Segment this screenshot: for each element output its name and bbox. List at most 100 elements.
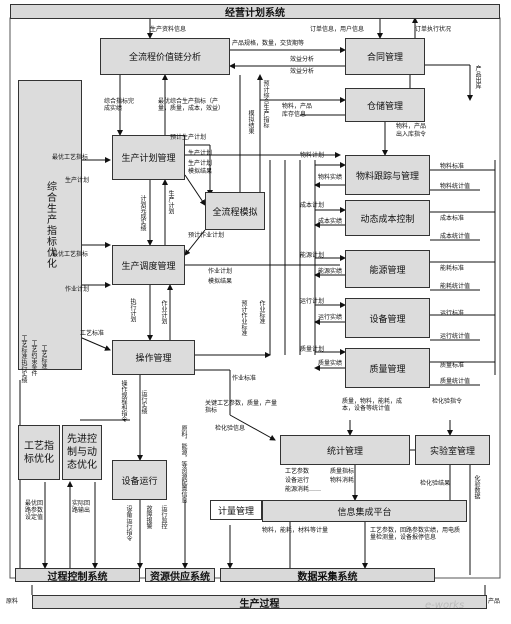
label: 生产计划 bbox=[188, 160, 213, 167]
label: 最优回路参数设定值 bbox=[25, 500, 44, 521]
adv-control-box: 先进控制与动态优化 bbox=[62, 425, 102, 480]
label: 能源消耗…… bbox=[285, 486, 322, 493]
warehouse-box: 仓储管理 bbox=[345, 88, 425, 122]
statistics-box: 统计管理 bbox=[280, 435, 410, 465]
label: 质量统计值 bbox=[440, 378, 471, 385]
label: 物料计划 bbox=[300, 152, 325, 159]
process-control-band: 过程控制系统 bbox=[15, 568, 140, 583]
label: 最优工艺指标 bbox=[52, 251, 89, 258]
cost-control-box: 动态成本控制 bbox=[345, 200, 430, 236]
label: 能源实绩 bbox=[318, 268, 343, 275]
label: 工艺标准执行实绩 bbox=[20, 335, 27, 383]
indicator-opt-label: 综合生产指标优化 bbox=[44, 181, 56, 269]
label: 模拟结果 bbox=[208, 278, 233, 285]
label: 订单执行状况 bbox=[415, 26, 452, 33]
indicator-opt-box: 综合生产指标优化 bbox=[18, 80, 82, 370]
label: 运行监控 bbox=[160, 505, 167, 529]
label: 生产资料信息 bbox=[150, 26, 187, 33]
label: 工艺约束条件 bbox=[30, 340, 37, 376]
info-platform-box: 信息集成平台 bbox=[262, 500, 467, 522]
label: 生产计划 bbox=[65, 177, 90, 184]
label: 能耗统计值 bbox=[440, 283, 471, 290]
label: 故障报警 bbox=[145, 505, 152, 529]
label: 物料标准 bbox=[440, 163, 465, 170]
operation-box: 操作管理 bbox=[112, 340, 195, 375]
label: 生产计划 bbox=[167, 190, 174, 214]
label: 质量计划 bbox=[300, 346, 325, 353]
watermark: e-works bbox=[425, 600, 465, 611]
label: 成本计划 bbox=[300, 202, 325, 209]
prod-dispatch-box: 生产调度管理 bbox=[112, 245, 185, 285]
material-tracking-box: 物料跟踪与管理 bbox=[345, 155, 430, 195]
label: 运行实绩 bbox=[318, 314, 343, 321]
label: 作业标准 bbox=[232, 375, 257, 382]
label: 质量标准 bbox=[440, 362, 465, 369]
process-indicator-label: 工艺指标优化 bbox=[24, 440, 54, 465]
label: 质量，物料，能耗，成本，设备等统计值 bbox=[342, 398, 403, 412]
label: 产品 bbox=[488, 598, 501, 605]
energy-box: 能源管理 bbox=[345, 250, 430, 288]
label: 原料，能源，等资源配置信息 bbox=[180, 425, 187, 503]
prod-plan-box: 生产计划管理 bbox=[112, 135, 185, 180]
quality-box: 质量管理 bbox=[345, 348, 430, 388]
label: 产品出库 bbox=[474, 65, 481, 89]
label: 物料，产品 bbox=[282, 103, 313, 110]
label: 运行统计值 bbox=[440, 333, 471, 340]
contract-box: 合同管理 bbox=[345, 38, 425, 75]
label: 关键工艺参数，质量，产量指标 bbox=[205, 400, 278, 414]
label: 模拟结果 bbox=[188, 168, 213, 175]
label: 能耗标准 bbox=[440, 265, 465, 272]
label: 作业计划 bbox=[208, 268, 233, 275]
label: 物料消耗 bbox=[330, 477, 355, 484]
lab-box: 实验室管理 bbox=[415, 435, 490, 465]
label: 订单信息，用户信息 bbox=[310, 26, 365, 33]
label: 成本实绩 bbox=[318, 218, 343, 225]
label: 化验数据 bbox=[473, 475, 480, 499]
label: 物料实绩 bbox=[318, 174, 343, 181]
label: 质量指标 bbox=[330, 468, 355, 475]
label: 计划完成实绩 bbox=[139, 195, 146, 231]
equipment-box: 设备管理 bbox=[345, 298, 430, 338]
label: 实际回路输出 bbox=[72, 500, 91, 514]
label: 库存信息 bbox=[282, 111, 307, 118]
label: 最优工艺指标 bbox=[52, 154, 89, 161]
label: 运行计划 bbox=[300, 298, 325, 305]
label: 作业标准 bbox=[258, 300, 265, 324]
label: 操作规程和指令 bbox=[120, 380, 127, 422]
label: 生产计划 bbox=[188, 150, 213, 157]
label: 设备运行 bbox=[285, 477, 310, 484]
label: 预计综合生产指标 bbox=[262, 80, 269, 128]
equipment-run-box: 设备运行 bbox=[112, 460, 167, 500]
label: 物料，产品 bbox=[396, 123, 427, 130]
label: 综合指标完成实绩 bbox=[104, 98, 135, 112]
simulation-box: 全流程模拟 bbox=[205, 192, 265, 230]
label: 运行标准 bbox=[440, 310, 465, 317]
label: 设备运行指令 bbox=[125, 505, 132, 541]
label: 作业计划 bbox=[160, 300, 167, 324]
label: 最优综合生产指标（产量，质量，成本，效益） bbox=[158, 98, 225, 112]
label: 检化验指令 bbox=[432, 398, 463, 405]
label: 效益分析 bbox=[290, 68, 315, 75]
label: 物料统计值 bbox=[440, 183, 471, 190]
label: 物料，能耗，材料等计量 bbox=[262, 527, 329, 534]
label: 工艺参数 bbox=[285, 468, 310, 475]
label: 检化验信息 bbox=[215, 425, 246, 432]
label: 质量实绩 bbox=[318, 360, 343, 367]
label: 作业计划 bbox=[65, 286, 90, 293]
label: 能源计划 bbox=[300, 252, 325, 259]
value-chain-box: 全流程价值链分析 bbox=[100, 38, 230, 75]
label: 运行实绩 bbox=[140, 390, 147, 414]
label: 出入库指令 bbox=[396, 131, 427, 138]
label: 效益分析 bbox=[290, 56, 315, 63]
label: 预计作业标准 bbox=[240, 300, 247, 336]
label: 工艺标准 bbox=[80, 330, 105, 337]
label: 成本统计值 bbox=[440, 233, 471, 240]
label: 产品规格，数量，交货期等 bbox=[232, 40, 305, 47]
label: 模拟结果 bbox=[247, 110, 254, 134]
label: 预计作业计划 bbox=[188, 232, 225, 239]
label: 检化验结果 bbox=[420, 480, 451, 487]
data-collection-band: 数据采集系统 bbox=[220, 568, 435, 583]
label: 原料 bbox=[6, 598, 19, 605]
label: 工艺参数，回路参数实绩，用电质量检测量，设备报停信息 bbox=[370, 527, 461, 541]
